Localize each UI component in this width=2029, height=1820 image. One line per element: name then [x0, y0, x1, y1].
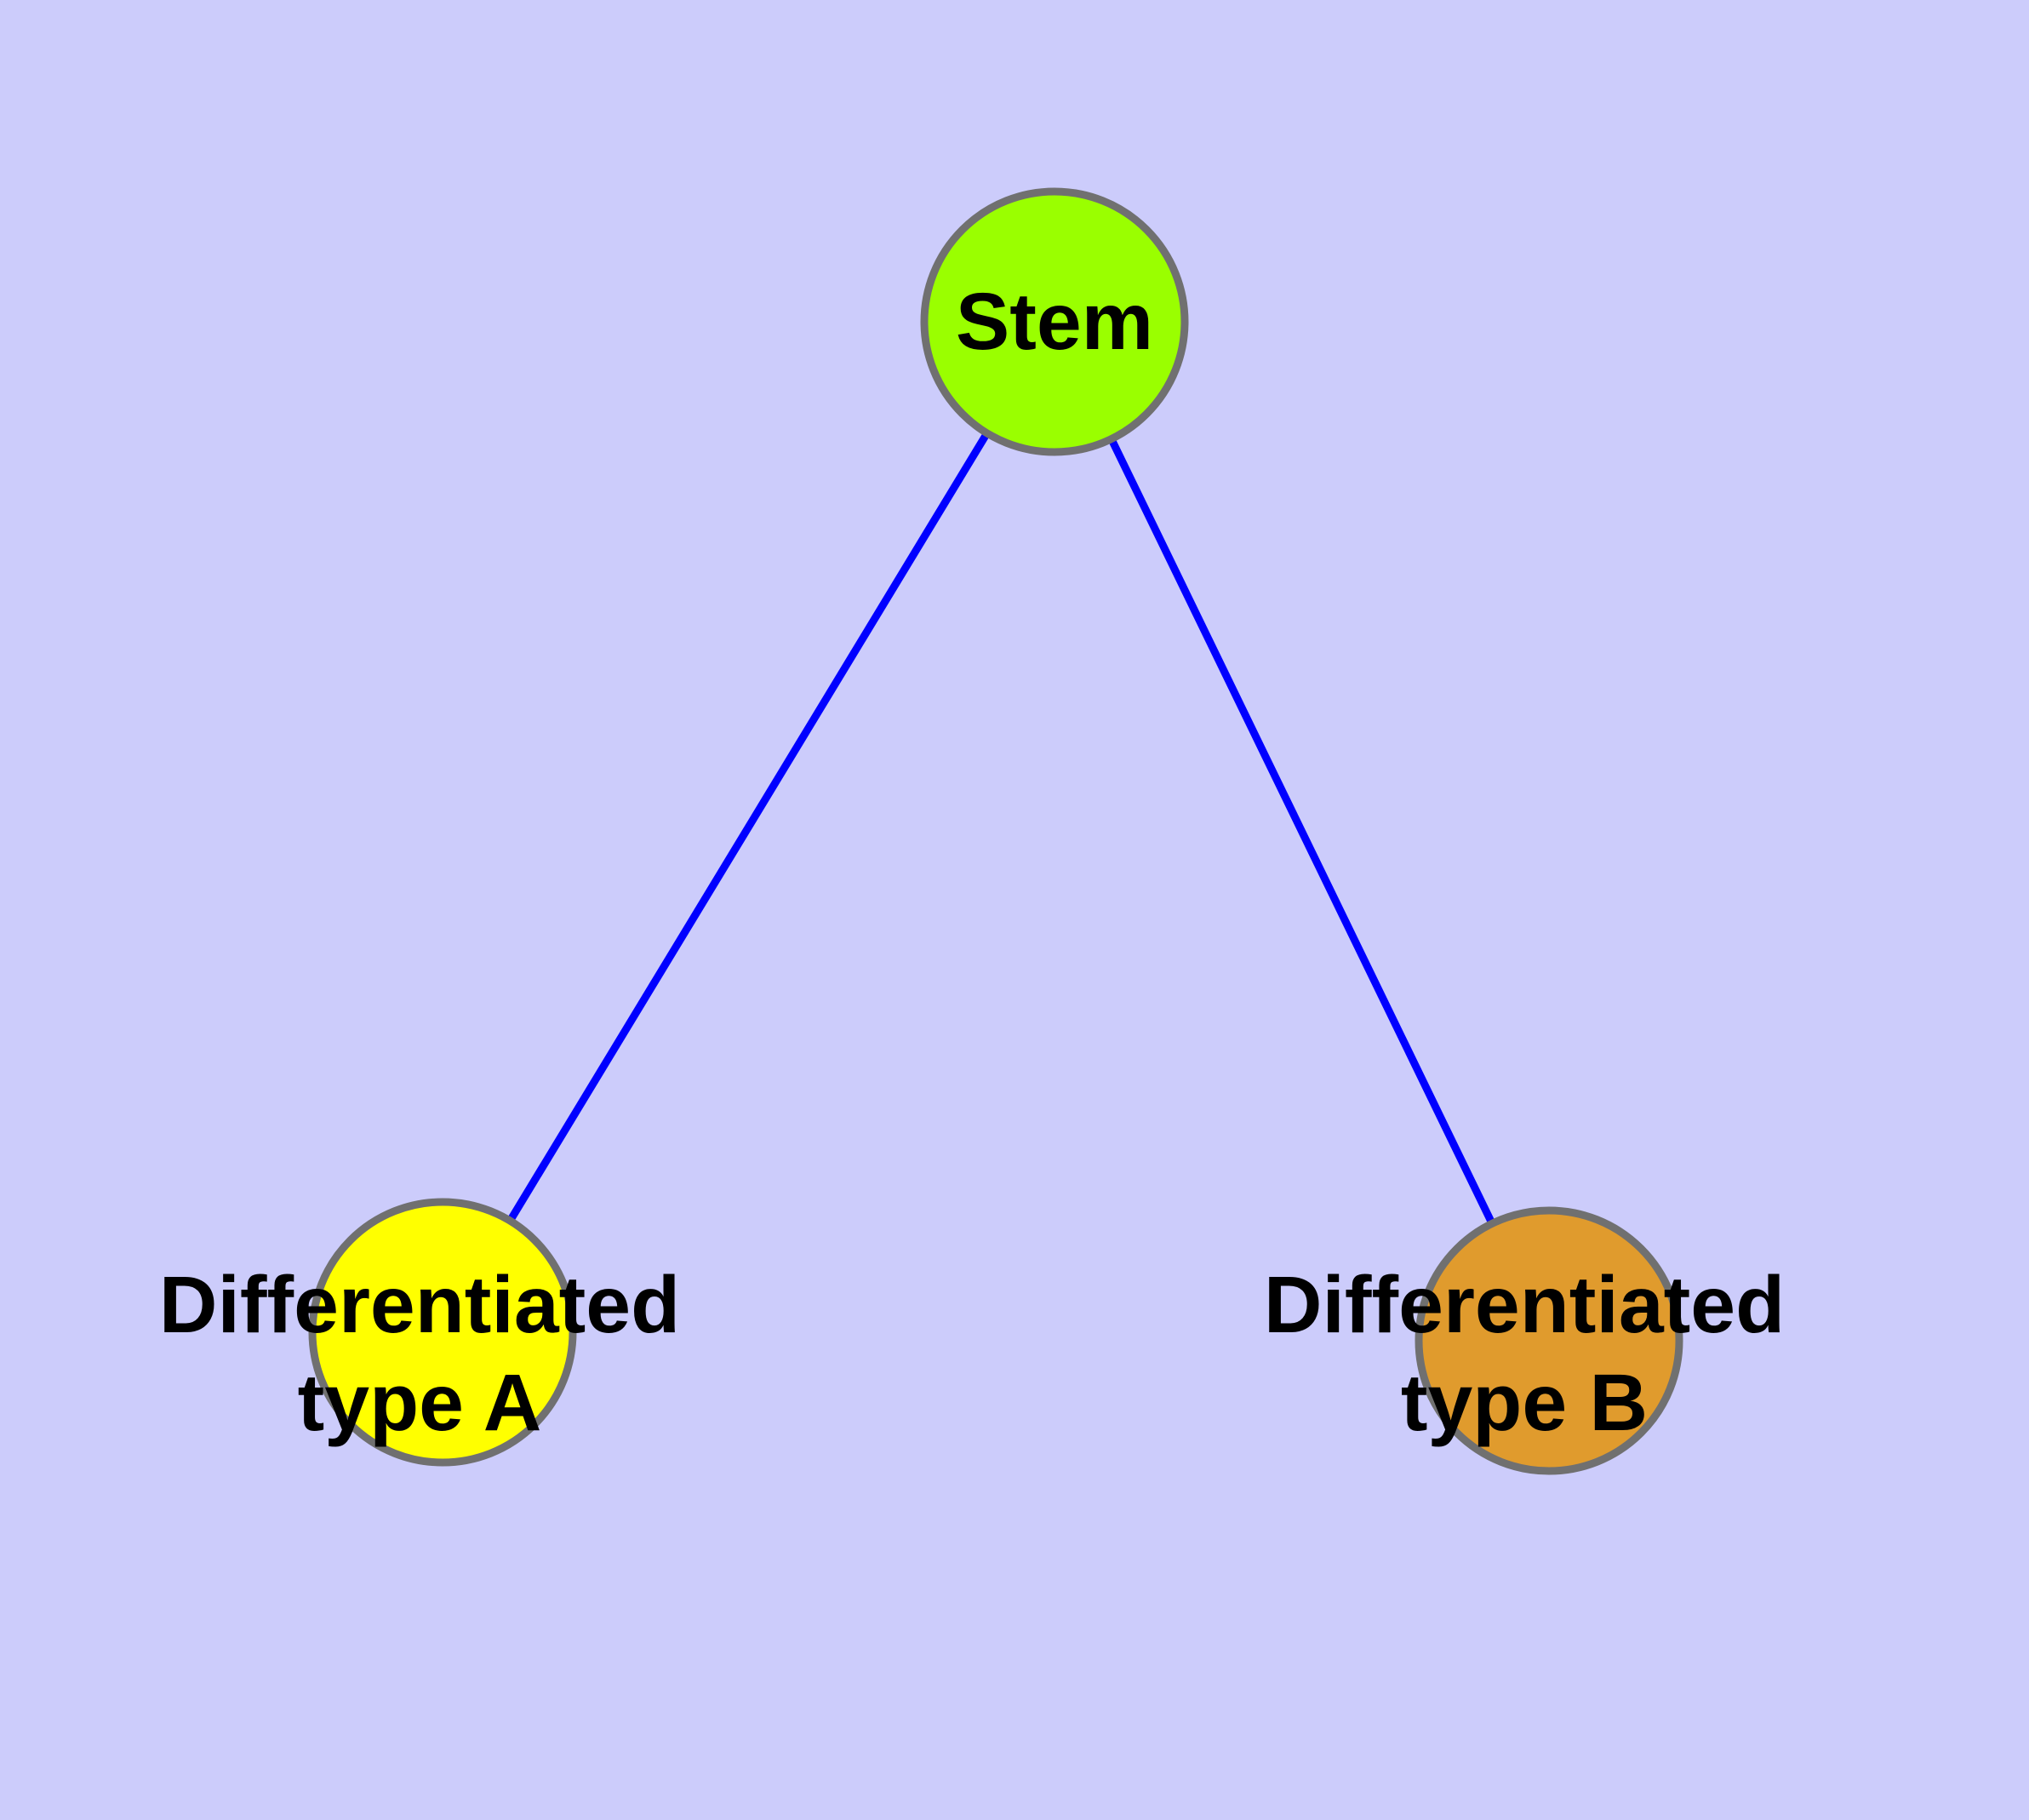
- node-layer: [308, 187, 1683, 1475]
- node-diff-type-a[interactable]: [308, 1198, 577, 1467]
- node-circle-diff-type-b[interactable]: [1415, 1206, 1683, 1475]
- node-circle-stem[interactable]: [920, 187, 1189, 456]
- edge-layer: [439, 319, 1553, 1342]
- label-layer: Stem Differentiated type A Differentiate…: [159, 277, 1785, 1448]
- node-diff-type-b[interactable]: [1415, 1206, 1683, 1475]
- edge-stem-to-type-a[interactable]: [439, 319, 1058, 1335]
- node-label-stem: Stem: [956, 277, 1153, 367]
- node-label-diff-type-b-line2: type B: [1401, 1358, 1648, 1448]
- node-label-diff-type-b-line1: Differentiated: [1264, 1260, 1785, 1350]
- node-circle-diff-type-a[interactable]: [308, 1198, 577, 1467]
- edge-stem-to-type-b[interactable]: [1050, 320, 1553, 1342]
- node-label-diff-type-a-line2: type A: [298, 1358, 542, 1448]
- node-stem[interactable]: [920, 187, 1189, 456]
- node-label-diff-type-a-line1: Differentiated: [159, 1260, 680, 1350]
